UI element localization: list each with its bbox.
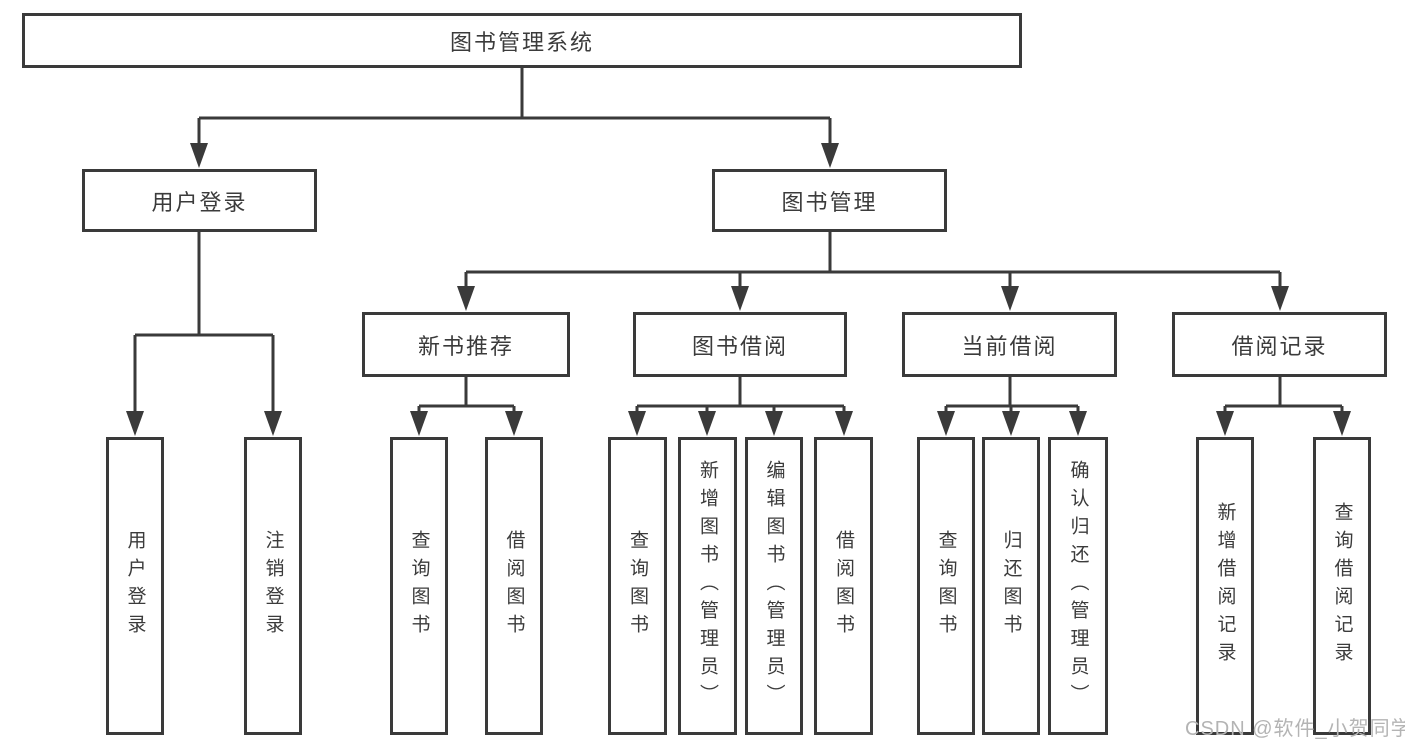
- node-root-library-system: 图书管理系统: [22, 13, 1022, 68]
- leaf-records-add-record: 新增借阅记录: [1196, 437, 1254, 735]
- leaf-newbooks-query-books: 查询图书: [390, 437, 448, 735]
- leaf-records-query-record: 查询借阅记录: [1313, 437, 1371, 735]
- node-current-borrowing: 当前借阅: [902, 312, 1117, 377]
- node-book-management-branch: 图书管理: [712, 169, 947, 232]
- arrowheads: [126, 143, 1351, 436]
- node-new-book-recommend: 新书推荐: [362, 312, 570, 377]
- node-book-borrowing: 图书借阅: [633, 312, 847, 377]
- leaf-borrowing-borrow-books: 借阅图书: [814, 437, 873, 735]
- connector-path: [133, 68, 1344, 414]
- node-user-login-branch: 用户登录: [82, 169, 317, 232]
- node-borrow-records: 借阅记录: [1172, 312, 1387, 377]
- csdn-watermark: CSDN @软件_小贺同学: [1185, 718, 1405, 740]
- leaf-newbooks-borrow-books: 借阅图书: [485, 437, 543, 735]
- leaf-current-query-books: 查询图书: [917, 437, 975, 735]
- leaf-borrowing-query-books: 查询图书: [608, 437, 667, 735]
- leaf-borrowing-add-books-admin: 新增图书（管理员）: [678, 437, 737, 735]
- leaf-logout: 注销登录: [244, 437, 302, 735]
- leaf-user-login: 用户登录: [106, 437, 164, 735]
- leaf-borrowing-edit-books-admin: 编辑图书（管理员）: [745, 437, 803, 735]
- leaf-current-confirm-return-admin: 确认归还（管理员）: [1048, 437, 1108, 735]
- leaf-current-return-books: 归还图书: [982, 437, 1040, 735]
